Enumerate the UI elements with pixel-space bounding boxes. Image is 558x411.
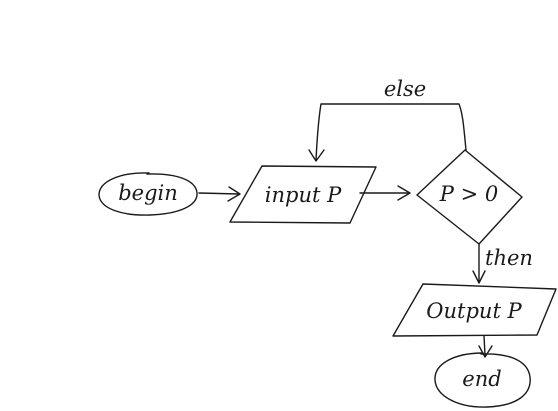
then-label: then — [485, 246, 533, 270]
output-parallelogram — [392, 283, 557, 337]
input-parallelogram — [229, 165, 377, 224]
output-node: Output P — [392, 283, 557, 337]
input-node: input P — [229, 165, 377, 224]
decision-label: P > 0 — [439, 182, 498, 206]
begin-ellipse — [98, 172, 198, 216]
edge-else-loop: else — [308, 77, 467, 162]
input-label: input P — [265, 183, 342, 207]
end-node: end — [434, 352, 531, 408]
edge-then: then — [472, 243, 533, 284]
begin-label: begin — [118, 181, 178, 205]
end-label: end — [462, 367, 501, 391]
else-label: else — [384, 77, 426, 101]
edge-input-to-decision — [359, 185, 411, 201]
edge-output-to-end — [478, 335, 493, 358]
end-ellipse — [434, 352, 531, 408]
edge-begin-to-input — [198, 186, 241, 202]
begin-node: begin — [98, 172, 198, 216]
decision-node: P > 0 — [416, 149, 523, 245]
output-label: Output P — [426, 299, 522, 323]
